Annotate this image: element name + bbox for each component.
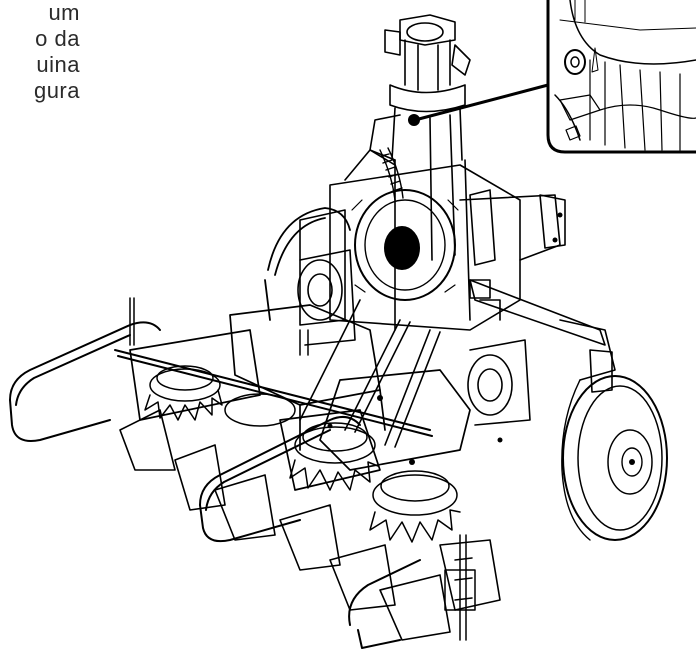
detail-leader-line (408, 83, 550, 126)
blower-housing (351, 189, 459, 301)
discharge-spout (344, 14, 471, 331)
left-wheel (264, 207, 351, 321)
crop-dividers (119, 409, 501, 641)
gearbox-drums (297, 249, 531, 426)
text-line-1: um (48, 0, 80, 25)
cutting-drums (144, 365, 461, 543)
fasteners (327, 212, 563, 465)
header-base (129, 304, 471, 491)
text-line-4: gura (33, 78, 80, 103)
drawbar (469, 279, 616, 393)
diagonal-struts (299, 299, 441, 448)
instruction-text-fragment: um o da uina gura (0, 0, 80, 104)
text-line-3: uina (36, 52, 80, 77)
guard-rails (9, 321, 421, 649)
cross-rod (114, 349, 433, 437)
right-wheel (561, 375, 668, 541)
text-line-2: o da (35, 26, 80, 51)
adjustment-posts (129, 297, 476, 641)
detail-inset-view (546, 0, 696, 154)
